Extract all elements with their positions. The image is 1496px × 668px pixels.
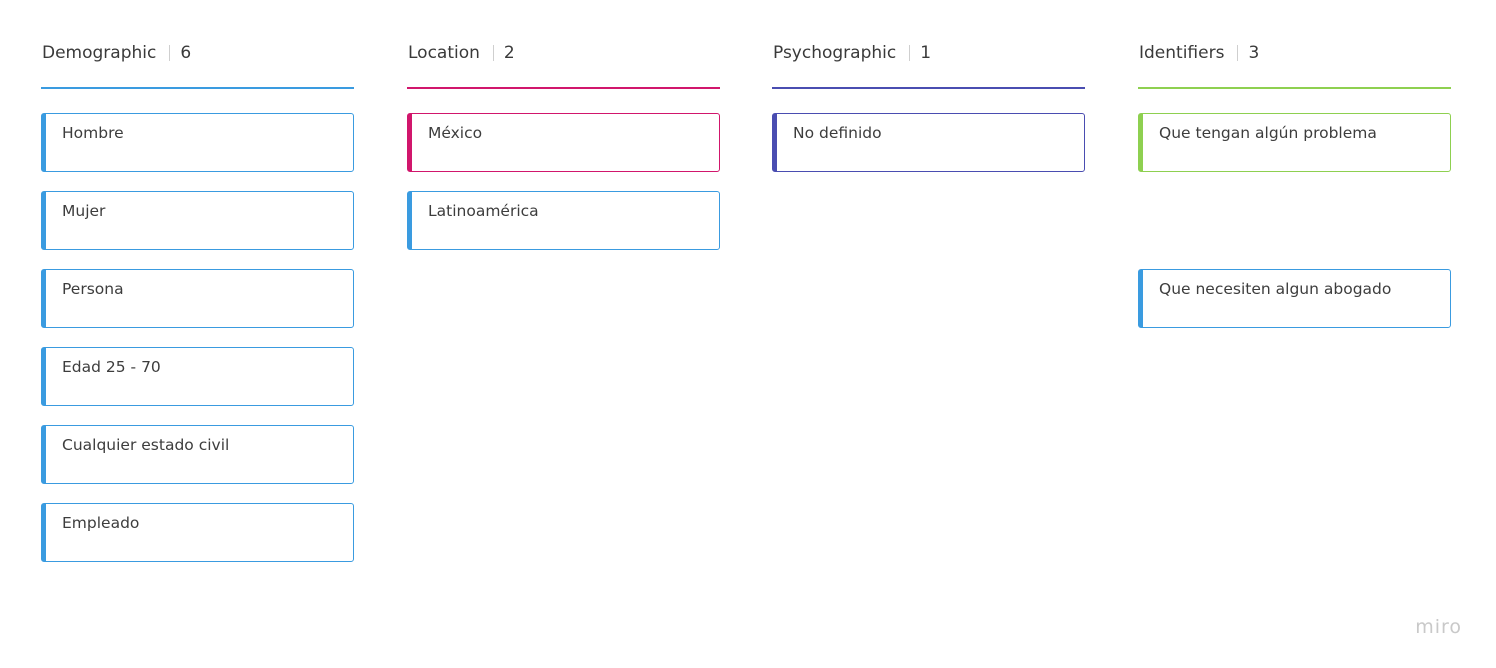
column-header: Location 2	[408, 41, 515, 65]
column-header: Identifiers 3	[1139, 41, 1259, 65]
column-count: 2	[503, 43, 515, 63]
sticky-card[interactable]: No definido	[772, 113, 1085, 172]
card-text: Que necesiten algun abogado	[1159, 280, 1392, 298]
sticky-card[interactable]: Que tengan algún problema	[1138, 113, 1451, 172]
header-divider	[492, 45, 494, 61]
header-divider	[1237, 45, 1239, 61]
column-underline	[407, 87, 720, 89]
card-text: Latinoamérica	[428, 202, 539, 220]
card-text: Mujer	[62, 202, 106, 220]
sticky-card[interactable]: Cualquier estado civil	[41, 425, 354, 484]
column-title: Psychographic	[773, 43, 897, 63]
card-text: Empleado	[62, 514, 140, 532]
column-count: 6	[180, 43, 192, 63]
column-underline	[41, 87, 354, 89]
column-title: Location	[408, 43, 480, 63]
card-text: Hombre	[62, 124, 124, 142]
card-text: No definido	[793, 124, 882, 142]
column-header: Psychographic 1	[773, 41, 931, 65]
sticky-card[interactable]: Persona	[41, 269, 354, 328]
column-header: Demographic 6	[42, 41, 191, 65]
column-underline	[772, 87, 1085, 89]
sticky-card[interactable]: México	[407, 113, 720, 172]
sticky-card[interactable]: Empleado	[41, 503, 354, 562]
column-title: Identifiers	[1139, 43, 1225, 63]
sticky-card[interactable]: Que necesiten algun abogado	[1138, 269, 1451, 328]
card-text: Persona	[62, 280, 124, 298]
column-psychographic: Psychographic 1 No definido	[772, 0, 1085, 668]
column-location: Location 2 México Latinoamérica	[407, 0, 720, 668]
card-text: México	[428, 124, 483, 142]
miro-logo: miro	[1415, 616, 1462, 638]
sticky-card[interactable]: Mujer	[41, 191, 354, 250]
column-title: Demographic	[42, 43, 157, 63]
column-count: 1	[920, 43, 932, 63]
sticky-card[interactable]: Latinoamérica	[407, 191, 720, 250]
card-text: Que tengan algún problema	[1159, 124, 1377, 142]
sticky-card[interactable]: Hombre	[41, 113, 354, 172]
column-demographic: Demographic 6 Hombre Mujer Persona Edad …	[41, 0, 354, 668]
sticky-card[interactable]: Edad 25 - 70	[41, 347, 354, 406]
column-underline	[1138, 87, 1451, 89]
card-text: Edad 25 - 70	[62, 358, 161, 376]
header-divider	[909, 45, 911, 61]
column-count: 3	[1248, 43, 1260, 63]
card-text: Cualquier estado civil	[62, 436, 230, 454]
header-divider	[169, 45, 171, 61]
column-identifiers: Identifiers 3 Que tengan algún problema …	[1138, 0, 1451, 668]
